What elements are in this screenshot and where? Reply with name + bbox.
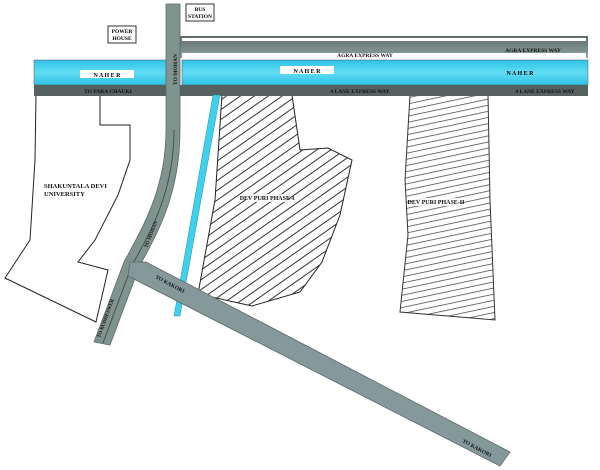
naher-label-left: N A H E R <box>93 73 121 79</box>
road-divider <box>182 53 586 58</box>
power-house-label-2: HOUSE <box>112 36 132 42</box>
label-bg <box>412 198 460 206</box>
naher-label-right: N A H E R <box>506 71 534 77</box>
four-lane-express-way-road <box>34 85 588 96</box>
university-plot <box>4 94 131 323</box>
naher-label-bg <box>80 70 134 78</box>
naher-canal-right <box>181 59 589 86</box>
power-house-label: POWER <box>112 29 134 35</box>
dev-puri-phase-2-plot <box>399 94 496 321</box>
agra-express-way-label-right: AGRA EXPRESS WAY <box>505 48 561 54</box>
naher-label-bg <box>280 66 334 74</box>
phase-1-label: DEV PURI PHASE-I <box>240 196 295 202</box>
road-divider <box>182 38 586 41</box>
four-lane-label: 4 LANE EXPRESS WAY <box>330 89 389 95</box>
university-label: SHAKUNTALA DEVI <box>44 183 107 190</box>
to-kakori-road <box>127 261 511 467</box>
road-centerline <box>102 129 175 344</box>
agra-express-way-road <box>180 36 588 58</box>
bus-station-label: BUS <box>195 7 206 13</box>
bus-station-label-2: STATION <box>188 14 212 20</box>
to-mohan-label: TO MOHAN <box>173 54 179 85</box>
four-lane-label-right: 4 LANE EXPRESS WAY <box>515 89 574 95</box>
to-mohan-road <box>93 3 181 346</box>
label-bg <box>246 194 288 202</box>
bus-station-box <box>185 3 215 22</box>
university-label-2: UNIVERSITY <box>44 191 85 198</box>
power-house-box <box>107 25 137 44</box>
naher-label-middle: N A H E R <box>293 69 321 75</box>
to-para-chauki-label: TO PARA CHAUKI <box>84 89 132 95</box>
canal-branch <box>173 94 221 317</box>
phase-2-label: DEV PURI PHASE-II <box>408 200 466 206</box>
agra-express-way-label: AGRA EXPRESS WAY <box>337 53 393 59</box>
